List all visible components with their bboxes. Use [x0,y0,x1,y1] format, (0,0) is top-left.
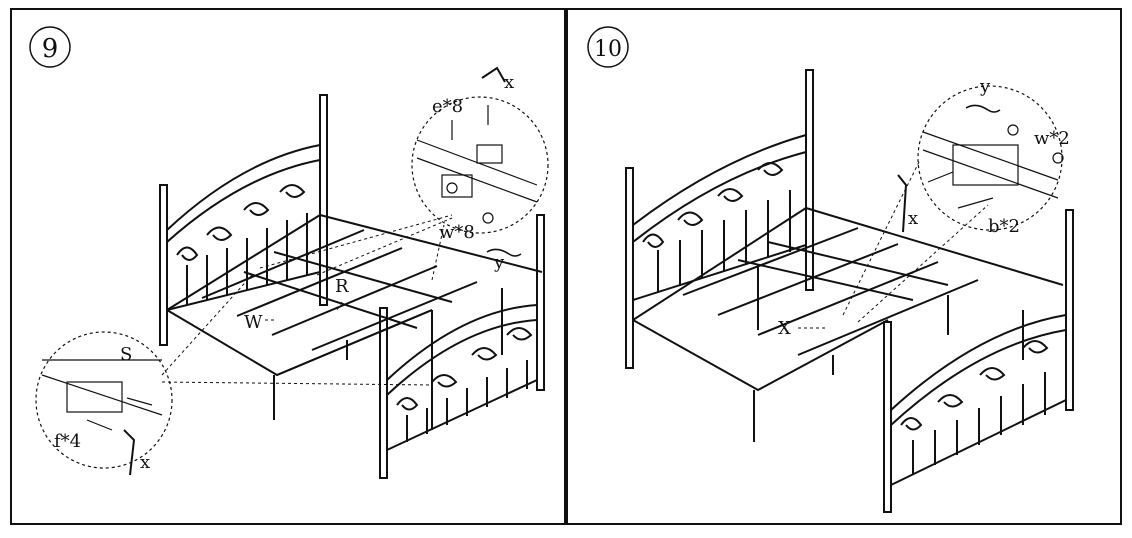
label-f: f*4 [54,431,81,452]
step-10-panel: 10 [566,8,1122,525]
label-b: b*2 [988,216,1020,237]
label-W: W [244,312,263,333]
label-y: y [493,252,505,273]
footboard [883,209,1074,513]
step-9-panel: 9 [10,8,566,525]
detail-bubble-top [411,66,549,257]
label-X: X [778,318,791,339]
detail-bubble [897,85,1064,233]
label-y: y [979,76,991,97]
label-x-bottom: x [140,452,150,473]
callout-lines [161,214,453,386]
headboard [625,69,814,369]
label-x: x [908,208,918,229]
detail-bubble-bottom [35,331,173,476]
label-e: e*8 [432,96,463,117]
step-number-badge: 10 [587,26,629,68]
label-R: R [335,276,349,297]
label-w: w*8 [439,222,475,243]
label-S: S [120,344,132,365]
step-number: 9 [42,34,59,64]
step-number: 10 [594,37,622,62]
label-w: w*2 [1034,128,1070,149]
step-number-badge: 9 [29,26,71,68]
headboard [159,94,328,346]
callout-lines [798,159,989,329]
footboard [379,214,545,479]
bed-frame [632,207,1064,442]
label-x-top: x [504,72,514,93]
bed-frame [166,214,543,430]
